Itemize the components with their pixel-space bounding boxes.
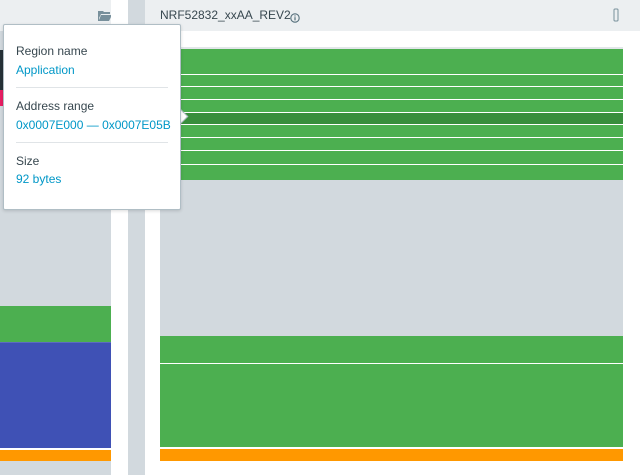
size-label: Size — [16, 154, 40, 168]
memory-region-application[interactable] — [160, 125, 623, 138]
file-region-empty — [0, 461, 111, 475]
file-region-application[interactable] — [0, 306, 111, 342]
memory-region-application[interactable] — [160, 165, 623, 180]
file-region-pink[interactable] — [0, 90, 4, 106]
file-region-uicr[interactable] — [0, 450, 111, 461]
memory-region-application[interactable] — [160, 100, 623, 113]
size-value: 92 bytes — [16, 172, 62, 186]
memory-region-application[interactable] — [160, 151, 623, 165]
file-region-dark[interactable] — [0, 50, 4, 90]
region-tooltip: Region name Application Address range 0x… — [3, 24, 181, 210]
address-range-value: 0x0007E000 — 0x0007E05B — [16, 118, 171, 132]
address-range-label: Address range — [16, 99, 95, 113]
memory-region-application[interactable] — [160, 49, 623, 75]
memory-region-highlighted[interactable] — [160, 113, 623, 125]
memory-region-application[interactable] — [160, 75, 623, 87]
region-name-label: Region name — [16, 44, 88, 58]
kebab-menu-icon[interactable] — [612, 8, 620, 22]
panel-right-margin — [623, 31, 640, 475]
info-icon[interactable] — [290, 10, 300, 23]
memory-region-application[interactable] — [160, 87, 623, 100]
memory-region-application[interactable] — [160, 364, 623, 449]
memory-region-uicr[interactable] — [160, 449, 623, 461]
folder-open-icon[interactable] — [98, 9, 112, 21]
file-region-divider — [0, 448, 111, 450]
memory-region-application[interactable] — [160, 336, 623, 364]
file-region-bootloader[interactable] — [0, 342, 111, 448]
device-title: NRF52832_xxAA_REV2 — [160, 8, 291, 22]
tooltip-divider — [16, 142, 168, 143]
tooltip-divider — [16, 87, 168, 88]
device-memory-map — [160, 47, 623, 461]
device-panel-header — [145, 0, 640, 31]
memory-region-application[interactable] — [160, 138, 623, 151]
memory-region-empty — [160, 180, 623, 336]
region-name-value: Application — [16, 63, 75, 77]
